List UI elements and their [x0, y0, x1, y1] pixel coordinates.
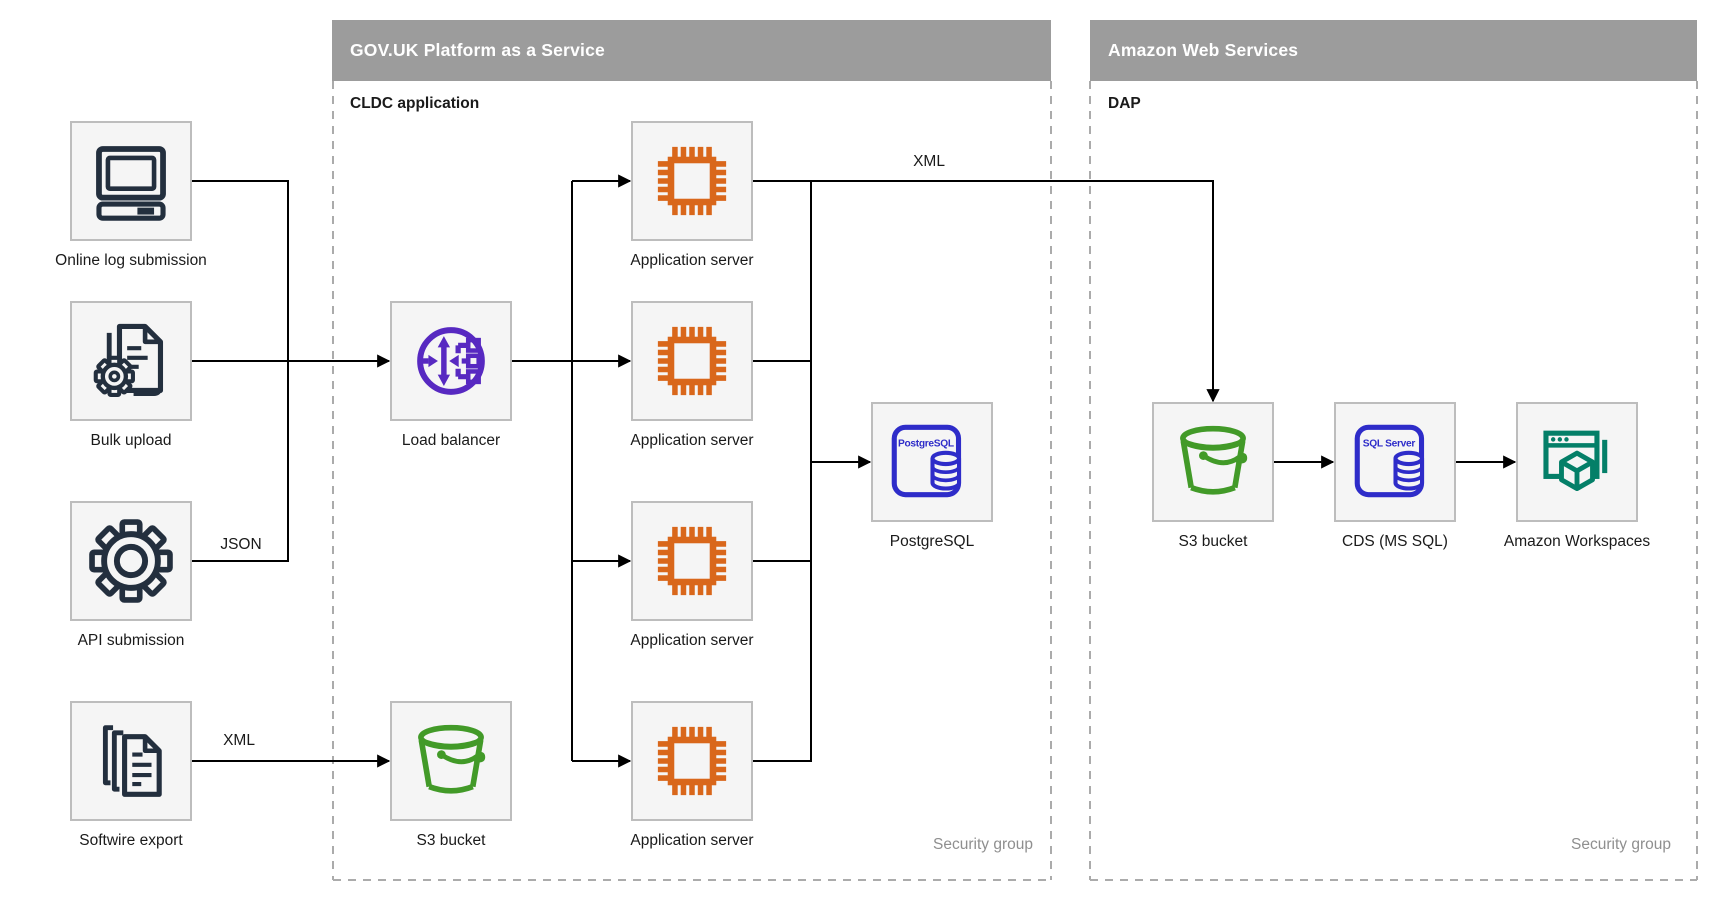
chip-icon	[657, 726, 727, 796]
node-online-log-submission[interactable]	[70, 121, 192, 241]
node-app-server-2[interactable]	[631, 301, 753, 421]
paas-security-group-label: Security group	[933, 836, 1033, 853]
node-label: Application server	[630, 432, 754, 449]
node-postgresql[interactable]: PostgreSQL	[871, 402, 993, 522]
paas-zone-title: GOV.UK Platform as a Service	[350, 40, 605, 60]
node-cds-mssql[interactable]: SQL Server	[1334, 402, 1456, 522]
chip-icon	[657, 146, 727, 216]
node-label: Load balancer	[401, 432, 501, 449]
node-load-balancer[interactable]	[390, 301, 512, 421]
postgresql-icon: PostgreSQL	[891, 424, 962, 498]
node-app-server-1[interactable]	[631, 121, 753, 241]
aws-security-group-label: Security group	[1571, 836, 1671, 853]
node-s3-bucket-paas[interactable]	[390, 701, 512, 821]
node-label: Softwire export	[79, 832, 183, 849]
sql-server-icon-text: SQL Server	[1363, 439, 1416, 450]
edge-label-xml-softwire: XML	[223, 732, 255, 749]
node-label: Online log submission	[55, 252, 207, 269]
node-app-server-4[interactable]	[631, 701, 753, 821]
aws-zone-header: Amazon Web Services	[1090, 20, 1697, 81]
paas-zone-sublabel: CLDC application	[350, 95, 480, 112]
gear-icon	[89, 519, 173, 603]
node-label: Application server	[630, 252, 754, 269]
chip-icon	[657, 526, 727, 596]
node-amazon-workspaces[interactable]	[1516, 402, 1638, 522]
s3-bucket-icon	[1180, 425, 1248, 495]
workspaces-icon	[1543, 430, 1608, 492]
edge-label-xml-aws: XML	[913, 153, 945, 170]
edge-label-json: JSON	[220, 536, 262, 553]
node-app-server-3[interactable]	[631, 501, 753, 621]
computer-icon	[96, 146, 166, 221]
node-label: API submission	[77, 632, 185, 649]
s3-bucket-icon	[418, 724, 486, 794]
node-label: S3 bucket	[1178, 533, 1248, 550]
aws-zone-sublabel: DAP	[1108, 95, 1141, 112]
node-label: CDS (MS SQL)	[1342, 533, 1448, 550]
node-softwire-export[interactable]	[70, 701, 192, 821]
sql-server-icon: SQL Server	[1354, 424, 1425, 498]
node-label: PostgreSQL	[889, 533, 975, 550]
document-gear-icon	[93, 323, 164, 398]
node-s3-bucket-aws[interactable]	[1152, 402, 1274, 522]
node-api-submission[interactable]	[70, 501, 192, 621]
paas-zone-header: GOV.UK Platform as a Service	[332, 20, 1051, 81]
node-label: Application server	[630, 832, 754, 849]
documents-icon	[102, 725, 162, 797]
node-label: S3 bucket	[416, 832, 486, 849]
node-bulk-upload[interactable]	[70, 301, 192, 421]
postgresql-icon-text: PostgreSQL	[898, 439, 954, 450]
load-balancer-icon	[417, 327, 485, 395]
node-label: Application server	[630, 632, 754, 649]
aws-zone-title: Amazon Web Services	[1108, 40, 1299, 60]
node-label: Bulk upload	[90, 432, 172, 449]
chip-icon	[657, 326, 727, 396]
node-label: Amazon Workspaces	[1503, 533, 1651, 550]
